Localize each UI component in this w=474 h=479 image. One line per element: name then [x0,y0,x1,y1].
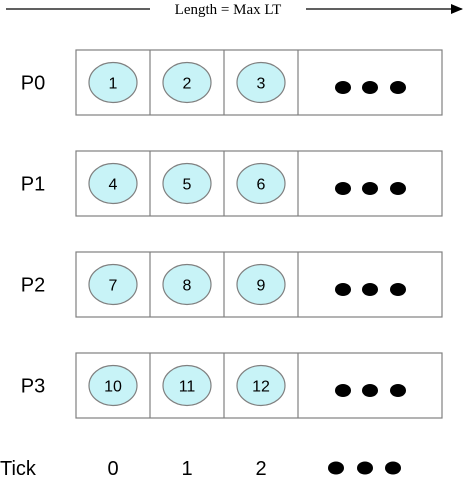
ellipsis-dot [335,384,351,397]
ellipsis-dot [362,283,378,296]
process-label: P2 [21,275,45,297]
event-circle [162,162,212,205]
length-label: Length = Max LT [175,2,282,18]
event-number: 7 [109,278,118,295]
ellipsis-dot [390,283,406,296]
ellipsis-dot [390,384,406,397]
ellipsis-dot [362,384,378,397]
event-circle [162,61,212,104]
process-label: P3 [21,376,45,398]
event-number: 2 [183,76,192,93]
process-row: P3 10 11 12 [21,352,443,419]
event-circle [162,364,212,407]
event-circle [88,263,138,306]
tick-label: 2 [255,458,266,479]
process-label: P1 [21,174,45,196]
event-circle [162,263,212,306]
event-number: 1 [109,76,118,93]
event-circle [88,162,138,205]
event-circle [236,364,286,407]
tick-label: 0 [107,458,118,479]
ellipsis-dot [362,182,378,195]
process-row: P2 7 8 9 [21,251,443,318]
event-number: 8 [183,278,192,295]
process-row: P0 1 2 3 [21,49,443,116]
tick-ellipsis-dot [357,461,373,475]
event-circle [236,61,286,104]
length-arrow: Length = Max LT [6,2,463,18]
ellipsis-dot [390,81,406,94]
process-label: P0 [21,73,45,95]
event-circle [236,162,286,205]
event-number: 5 [183,177,192,194]
event-number: 9 [257,278,266,295]
event-number: 4 [109,177,118,194]
tick-axis-label: Tick [0,458,37,479]
event-circle [88,364,138,407]
event-circle [236,263,286,306]
event-number: 10 [104,379,122,396]
tick-axis: Tick 0 1 2 [0,458,401,479]
event-circle [88,61,138,104]
tick-label: 1 [181,458,192,479]
ellipsis-dot [362,81,378,94]
ellipsis-dot [335,182,351,195]
event-number: 6 [257,177,266,194]
process-row: P1 4 5 6 [21,150,443,217]
tick-ellipsis-dot [328,461,344,475]
tick-ellipsis-dot [385,461,401,475]
ellipsis-dot [390,182,406,195]
event-number: 11 [179,379,196,396]
ellipsis-dot [335,81,351,94]
event-number: 3 [257,76,266,93]
ellipsis-dot [335,283,351,296]
event-number: 12 [252,379,270,396]
